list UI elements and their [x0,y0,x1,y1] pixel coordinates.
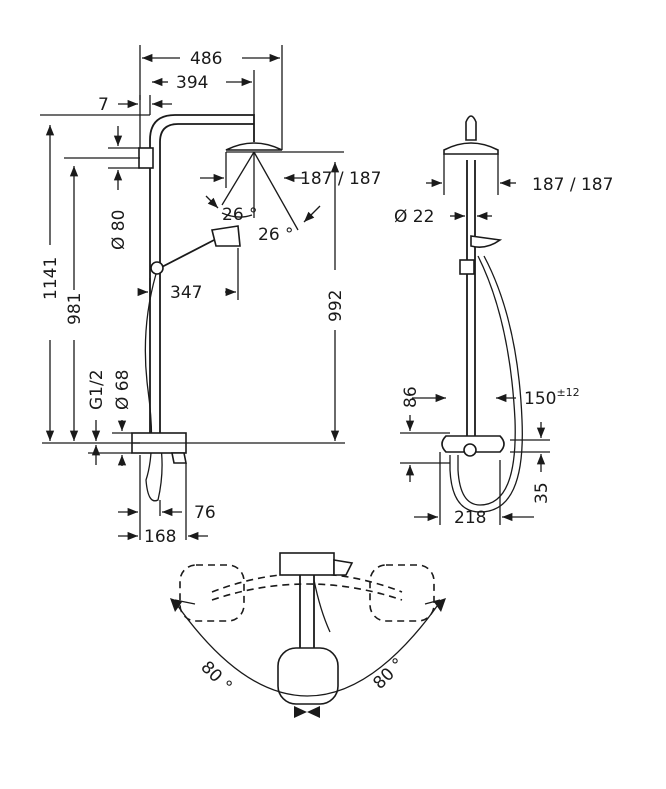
side-hand-shower [470,235,503,248]
top-mixer-body [279,552,335,576]
riser-pipe-inner [159,123,254,445]
dim-diameter-80: Ø 80 [109,210,129,250]
side-dim-150: 150±12 [524,386,580,409]
side-overhead-head [443,142,499,155]
top-swing-arc-inner [211,583,403,601]
front-view: 486 394 7 187 / 187 26 ° 26 ° 347 [40,45,381,547]
riser-pipe-outline [149,114,255,445]
side-dim-35: 35 [532,482,552,504]
top-swing-arc-outer [211,572,403,593]
overhead-shower-head [225,142,283,151]
side-dim-86: 86 [401,386,421,408]
side-dim-diameter-22: Ø 22 [394,207,434,227]
dim-height-1141: 1141 [41,257,61,300]
hand-shower-handle [155,237,219,271]
dim-7: 7 [98,95,109,115]
hose [144,273,163,502]
dim-394: 394 [176,73,208,93]
hand-shower-head [211,225,241,247]
top-handle-center [277,647,339,705]
dim-diameter-68: Ø 68 [113,370,133,410]
side-dim-218: 218 [454,508,486,528]
dim-depth-76: 76 [194,503,216,523]
side-riser-top [465,115,477,141]
dim-486: 486 [190,49,222,69]
top-angle-right-80: 80 ° [369,654,408,693]
top-angle-arc [174,601,441,697]
side-hose [457,255,516,506]
hand-shower-holder [150,261,164,275]
dim-thread-g12: G1/2 [87,369,107,410]
top-handle-right-position [369,564,435,622]
side-view: 187 / 187 Ø 22 86 150±12 35 218 [394,115,613,528]
dim-height-992: 992 [326,290,346,322]
wall-bracket [138,147,154,169]
side-holder [459,259,475,275]
dim-depth-168: 168 [144,527,176,547]
dim-height-981: 981 [65,293,85,325]
dim-angle-left: 26 ° [222,205,258,225]
dim-angle-right: 26 ° [258,225,294,245]
dim-arm-347: 347 [170,283,202,303]
side-dim-head-187: 187 / 187 [532,175,613,195]
dim-head-187: 187 / 187 [300,169,381,189]
top-view: 80 ° 80 ° [170,552,446,718]
top-handle-left-position [179,564,245,622]
